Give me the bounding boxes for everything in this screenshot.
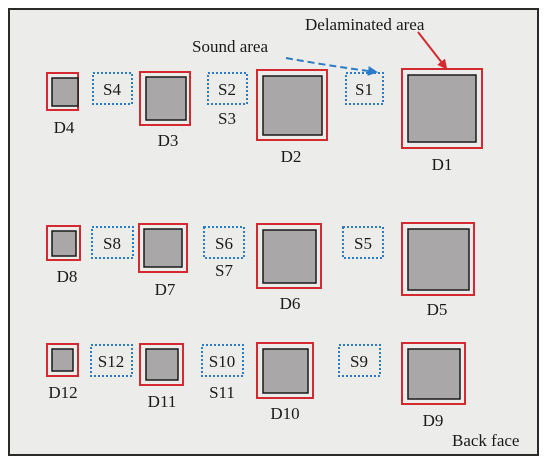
delaminated-label: D7 — [155, 280, 176, 299]
sound-area-s5: S5 — [342, 226, 384, 259]
delaminated-area-d6: D6 — [256, 223, 322, 313]
sound-label: S5 — [354, 234, 372, 253]
sound-arrow — [285, 57, 378, 76]
delaminated-area-d7: D7 — [138, 223, 188, 299]
sound-area-s12: S12 — [90, 344, 133, 377]
sound-label-s7: S7 — [215, 261, 233, 280]
delaminated-area-d11: D11 — [139, 343, 184, 411]
delaminated-label: D12 — [48, 383, 77, 402]
delaminated-label: D8 — [57, 267, 78, 286]
delaminated-area-d4: D4 — [46, 72, 79, 137]
back-face-label: Back face — [452, 431, 519, 450]
delaminated-area-d1: D1 — [401, 68, 483, 174]
delaminated-area-d12: D12 — [46, 343, 79, 402]
sound-label: S9 — [350, 352, 368, 371]
sound-label: S1 — [355, 80, 373, 99]
delaminated-label: D1 — [432, 155, 453, 174]
sound-area-s2: S2 — [207, 72, 248, 105]
delaminated-label: D10 — [270, 404, 299, 423]
sound-area-s6: S6 — [203, 226, 245, 259]
sound-label: S2 — [218, 80, 236, 99]
delaminated-label: D3 — [158, 131, 179, 150]
sound-label: S4 — [103, 80, 121, 99]
sound-area-s4: S4 — [92, 72, 133, 105]
delaminated-area-d8: D8 — [46, 225, 81, 286]
sound-label-s3: S3 — [218, 109, 236, 128]
sound-area-s8: S8 — [91, 226, 134, 259]
sound-area-s1: S1 — [345, 72, 384, 105]
delaminated-label: D5 — [427, 300, 448, 319]
delaminated-area-d10: D10 — [256, 342, 314, 423]
delaminated-label: D11 — [148, 392, 177, 411]
sound-area-s9: S9 — [338, 344, 381, 377]
sound-label: S8 — [103, 234, 121, 253]
delaminated-arrow — [417, 31, 448, 70]
sound-label: S6 — [215, 234, 233, 253]
delaminated-area-d5: D5 — [401, 222, 475, 319]
delaminated-area-d9: D9 — [401, 342, 466, 430]
delaminated-label: D9 — [423, 411, 444, 430]
sound-label: S10 — [209, 352, 235, 371]
sound-label-s11: S11 — [209, 383, 235, 402]
delaminated-area-d3: D3 — [139, 71, 191, 150]
sound-area-s10: S10 — [201, 344, 244, 377]
delaminated-label: D2 — [281, 147, 302, 166]
delaminated-label: D4 — [54, 118, 75, 137]
delaminated-area-d2: D2 — [256, 69, 328, 166]
sound-label: S12 — [98, 352, 124, 371]
sound-area-annotation: Sound area — [192, 37, 268, 56]
delaminated-area-annotation: Delaminated area — [305, 15, 425, 34]
delaminated-label: D6 — [280, 294, 301, 313]
